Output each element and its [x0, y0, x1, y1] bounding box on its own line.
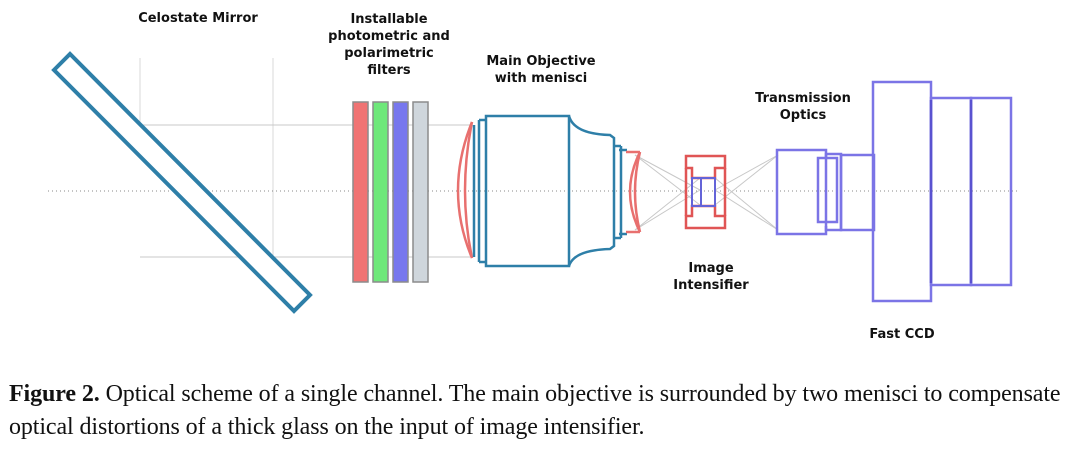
rear-meniscus [626, 150, 642, 234]
transmission-optics-label: Transmission Optics [728, 90, 878, 124]
filter-gray [412, 101, 429, 283]
front-meniscus [456, 121, 474, 259]
transmission-optics [775, 148, 876, 236]
celostate-mirror [51, 51, 313, 314]
main-objective-label-line: with menisci [494, 71, 588, 86]
image-intensifier-label: Image Intensifier [636, 260, 786, 294]
transmission-optics-label-line: Optics [779, 108, 827, 123]
fast-ccd [871, 80, 1013, 303]
optical-diagram [48, 51, 1020, 314]
main-objective [472, 114, 627, 268]
celostate-mirror-label: Celostate Mirror [128, 10, 268, 27]
figure-caption: Figure 2. Optical scheme of a single cha… [9, 378, 1064, 444]
filters-label-line: polarimetric [344, 46, 434, 61]
image-intensifier-label-line: Intensifier [673, 278, 749, 293]
figure-caption-text: Optical scheme of a single channel. The … [9, 381, 1061, 440]
filter-red [352, 101, 369, 283]
optical-scheme: Celostate Mirror Installable photometric… [48, 10, 1020, 343]
main-objective-label: Main Objective with menisci [466, 53, 616, 87]
fast-ccd-label: Fast CCD [842, 326, 962, 343]
figure-number: Figure 2. [9, 381, 100, 407]
celostate-mirror-label-text: Celostate Mirror [138, 11, 258, 26]
filter-stack [352, 101, 429, 283]
transmission-optics-label-line: Transmission [755, 91, 851, 106]
filter-green [372, 101, 389, 283]
filters-label-line: filters [367, 63, 411, 78]
reference-lines [139, 58, 274, 258]
main-objective-label-line: Main Objective [486, 54, 596, 69]
filter-blue [392, 101, 409, 283]
image-intensifier-label-line: Image [688, 261, 734, 276]
converging-rays [634, 154, 779, 231]
fast-ccd-label-text: Fast CCD [869, 327, 935, 342]
filters-label-line: Installable [350, 12, 428, 27]
intensifier-core [691, 177, 716, 207]
filters-label-line: photometric and [328, 29, 450, 44]
filters-label: Installable photometric and polarimetric… [314, 11, 464, 79]
